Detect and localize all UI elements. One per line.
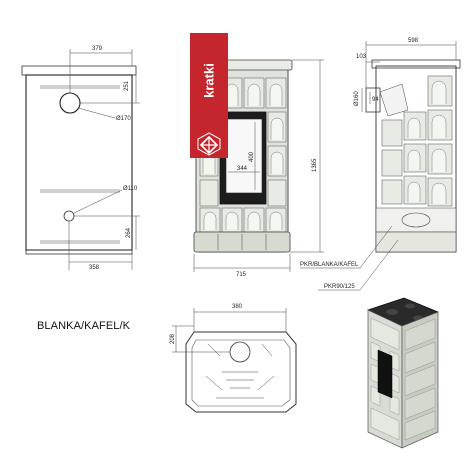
back-vent-slots-top — [40, 85, 120, 89]
dim-text-379: 379 — [92, 46, 103, 52]
back-vent-slots-bottom — [40, 189, 120, 244]
side-flue-elbow — [379, 83, 409, 117]
dim-text-251: 251 — [124, 80, 130, 91]
plan-grate — [205, 343, 275, 399]
dim-text-344: 344 — [237, 166, 248, 172]
dim-text-170: Ø170 — [116, 116, 131, 122]
back-view: 379 251 Ø170 Ø110 264 358 — [21, 46, 140, 271]
dim-text-103: 103 — [356, 54, 367, 60]
dim-text-380: 380 — [232, 304, 243, 310]
leader-callout-bottom — [359, 239, 399, 291]
callout-bottom-text: PKR90/125 — [324, 284, 355, 290]
perspective-view — [366, 297, 440, 449]
side-crown — [371, 59, 461, 69]
front-lower-tiles — [199, 207, 287, 233]
back-top-cap — [21, 65, 137, 76]
dim-text-208: 208 — [170, 333, 176, 344]
perspective-tiles-right — [404, 318, 436, 441]
leader-170 — [77, 107, 116, 119]
dim-text-358: 358 — [89, 265, 100, 271]
perspective-glass — [377, 349, 393, 399]
back-inlet-circle — [63, 210, 75, 222]
side-flue-pipe — [365, 87, 381, 113]
side-tile-column — [381, 75, 453, 207]
dim-text-715: 715 — [236, 272, 247, 278]
callout-top-text: PKR/BLANKA/KAFEL — [300, 262, 359, 268]
plan-view: 380 208 — [170, 304, 297, 413]
side-lower-section — [375, 207, 457, 233]
side-air-inlet — [401, 212, 431, 228]
back-flue-circle — [59, 92, 81, 114]
brand-flag: kratki — [190, 33, 228, 158]
side-plinth — [375, 231, 457, 253]
plan-outline — [185, 331, 297, 413]
dim-text-598: 598 — [408, 38, 419, 44]
back-base — [25, 249, 133, 255]
leader-110 — [73, 189, 123, 214]
plan-flue-circle — [229, 341, 251, 363]
dim-text-400: 400 — [249, 151, 255, 162]
front-plinth-tiles — [217, 234, 267, 250]
brand-logo-icon — [197, 132, 221, 156]
dim-text-160: Ø160 — [354, 91, 360, 106]
side-view: 598 103 Ø160 94 PKR/BLANKA/KAFEL PKR90/1… — [300, 38, 461, 291]
back-body-outline — [25, 74, 133, 251]
model-name-label: BLANKA/KAFEL/K — [37, 320, 131, 332]
dim-text-1365: 1365 — [312, 158, 318, 172]
dim-text-110: Ø110 — [123, 186, 138, 192]
dim-text-264: 264 — [126, 227, 132, 238]
dim-text-94: 94 — [372, 97, 379, 103]
front-glass — [225, 118, 263, 194]
leader-callout-top — [359, 225, 393, 269]
